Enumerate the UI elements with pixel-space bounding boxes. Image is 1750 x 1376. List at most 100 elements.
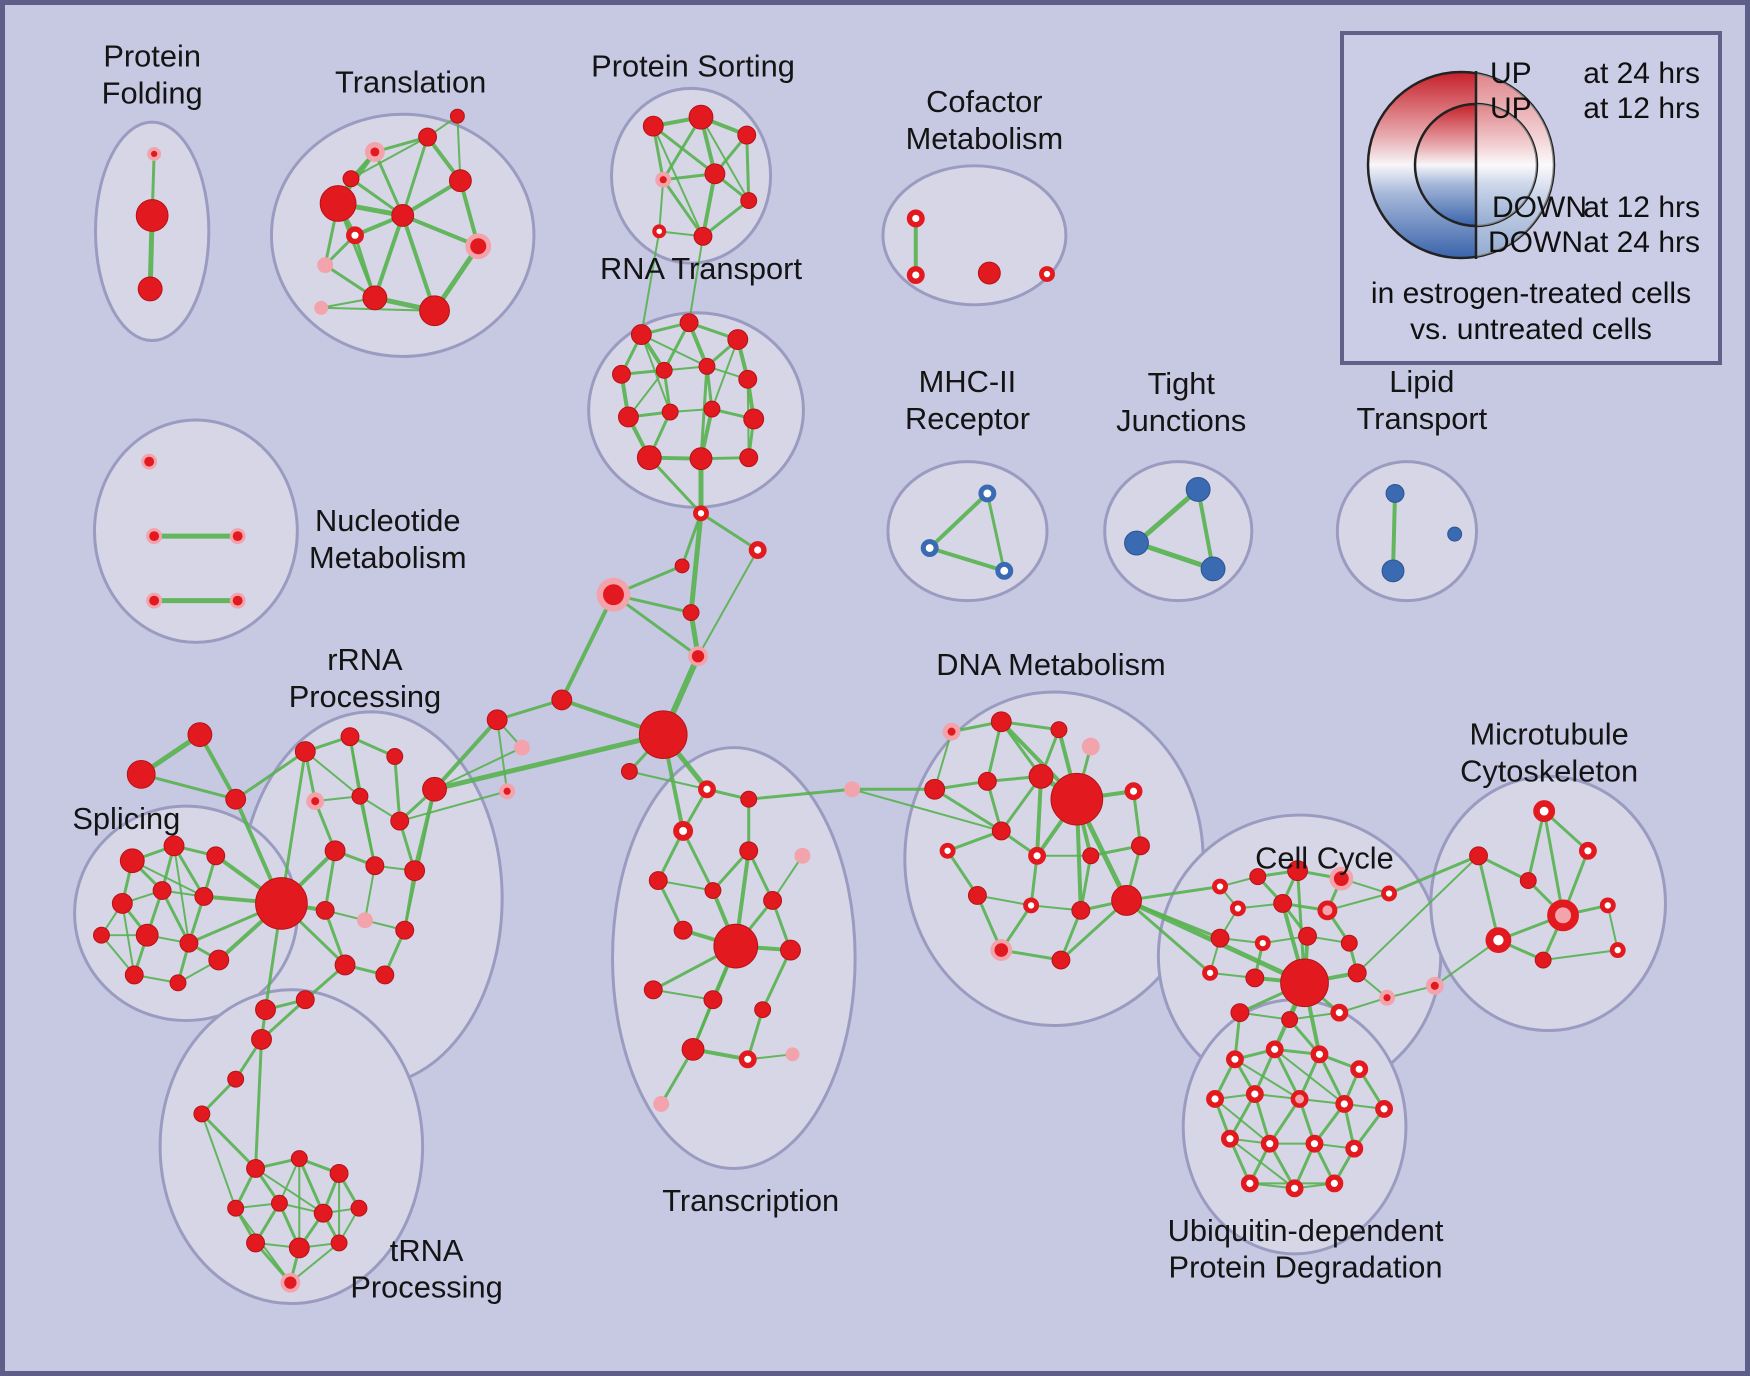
- node-tn11: [288, 1237, 310, 1259]
- node-sp3: [206, 846, 226, 866]
- legend-down-12-label: DOWN: [1492, 191, 1587, 224]
- node-cb17: [1230, 1003, 1250, 1023]
- node-cb15: [1280, 958, 1329, 1008]
- node-tr10: [713, 923, 759, 969]
- node-ub12: [1305, 1134, 1324, 1153]
- node-dm13: [1082, 847, 1100, 865]
- node-tn1: [227, 1070, 245, 1088]
- node-c2: [906, 266, 925, 284]
- cluster-label-dna-metabolism-line1: DNA Metabolism: [936, 647, 1165, 682]
- node-t8: [317, 257, 334, 274]
- edge-st2-st3: [139, 772, 238, 801]
- node-tn3: [246, 1159, 266, 1178]
- legend-up-24-time: at 24 hrs: [1583, 57, 1700, 90]
- cluster-label-tight-junctions-line1: Tight: [1148, 366, 1216, 401]
- node-mt9: [1609, 942, 1626, 959]
- edge-rr3-rr7: [393, 755, 402, 823]
- edge-ub3-ub8: [1317, 1052, 1346, 1106]
- node-st2: [126, 759, 156, 789]
- node-t9: [346, 226, 364, 245]
- edge-mt1-mt4: [1526, 809, 1546, 883]
- node-t6: [419, 295, 450, 327]
- edge-ub7-ub11: [1268, 1097, 1302, 1146]
- node-ub4: [1350, 1060, 1369, 1079]
- node-p5: [682, 604, 700, 621]
- node-ub2: [1265, 1040, 1284, 1059]
- edge-i4-rr7: [398, 790, 509, 823]
- node-sp6: [194, 887, 214, 906]
- edge-ub2-ub7: [1273, 1047, 1302, 1101]
- edge-p2-p6: [697, 549, 759, 658]
- node-rr16: [295, 990, 315, 1010]
- node-rr11: [315, 900, 335, 920]
- node-cb11: [1298, 926, 1317, 946]
- node-tn6: [227, 1199, 245, 1217]
- edge-s6-s8: [701, 199, 751, 238]
- node-sp7: [135, 923, 159, 947]
- node-tn8: [313, 1203, 333, 1223]
- node-mt7: [1485, 927, 1512, 954]
- node-st3: [225, 788, 247, 810]
- node-rr8: [324, 840, 346, 862]
- node-r12: [636, 445, 662, 471]
- node-p4-core: [603, 584, 624, 606]
- node-cb4-core: [1333, 871, 1349, 886]
- edge-mt3-mt7: [1477, 854, 1500, 942]
- edge-m1-m3: [985, 491, 1006, 573]
- edge-tn2-tn6: [200, 1112, 237, 1210]
- legend-down-12-time: at 12 hrs: [1583, 191, 1700, 224]
- node-m2: [920, 539, 939, 557]
- node-tn10: [246, 1233, 266, 1253]
- node-pkm-core: [1430, 981, 1439, 990]
- edge-t7-t10: [372, 213, 405, 300]
- node-rr14: [334, 954, 356, 976]
- cluster-label-protein-sorting-line1: Protein Sorting: [591, 48, 795, 83]
- node-p1: [693, 505, 709, 522]
- edge-i3-i1: [495, 698, 564, 722]
- node-tr7: [704, 882, 722, 899]
- edge-tn2-tn3: [200, 1112, 258, 1170]
- node-cb1: [1212, 878, 1228, 895]
- node-r8: [617, 406, 639, 428]
- node-h1: [255, 877, 308, 930]
- node-s4-core: [659, 176, 667, 184]
- edge-r12-p1: [647, 456, 703, 515]
- node-tr8: [763, 891, 783, 910]
- node-tj3: [1200, 556, 1226, 582]
- edge-tr12-tr13: [652, 988, 714, 1001]
- node-r14: [739, 448, 759, 468]
- node-dm9: [1124, 782, 1143, 801]
- node-rr13: [395, 920, 415, 940]
- node-r7: [738, 369, 758, 389]
- node-tn7: [270, 1194, 288, 1212]
- node-tn12: [330, 1234, 348, 1252]
- cluster-label-mhc-ii-receptor-line1: MHC-II: [919, 364, 1017, 399]
- node-rr2: [340, 727, 360, 747]
- node-cb9: [1210, 928, 1230, 948]
- node-ub3: [1310, 1045, 1329, 1064]
- node-i3: [551, 689, 573, 711]
- legend-caption-line1: in estrogen-treated cells: [1370, 277, 1692, 310]
- node-pk1: [844, 781, 861, 798]
- cluster-label-cofactor-metabolism-line2: Metabolism: [906, 121, 1064, 156]
- edge-ub1-ub7: [1233, 1058, 1301, 1100]
- cluster-label-transcription-line1: Transcription: [662, 1183, 839, 1218]
- node-m3: [995, 561, 1014, 580]
- edge-p4-p6: [612, 593, 700, 658]
- node-p2: [748, 541, 767, 559]
- node-t1: [319, 185, 357, 222]
- node-dm1-core: [947, 727, 956, 736]
- node-cb7: [1317, 900, 1338, 921]
- node-r1: [630, 324, 652, 346]
- node-mt3: [1469, 846, 1488, 866]
- legend-up-12-time: at 12 hrs: [1583, 92, 1700, 125]
- cluster-cofactor-metabolism: [881, 164, 1068, 307]
- edge-tn3-tn8: [254, 1167, 325, 1215]
- cluster-label-trna-processing-line1: tRNA: [390, 1233, 464, 1268]
- node-dm10: [991, 821, 1011, 841]
- cluster-mhc-ii-receptor: [886, 460, 1049, 603]
- node-dm15: [967, 886, 987, 905]
- cluster-label-ubiquitin-dependent-protein-degradation-line2: Protein Degradation: [1169, 1250, 1443, 1285]
- node-t11: [314, 300, 329, 315]
- edge-s1-s5: [651, 124, 717, 176]
